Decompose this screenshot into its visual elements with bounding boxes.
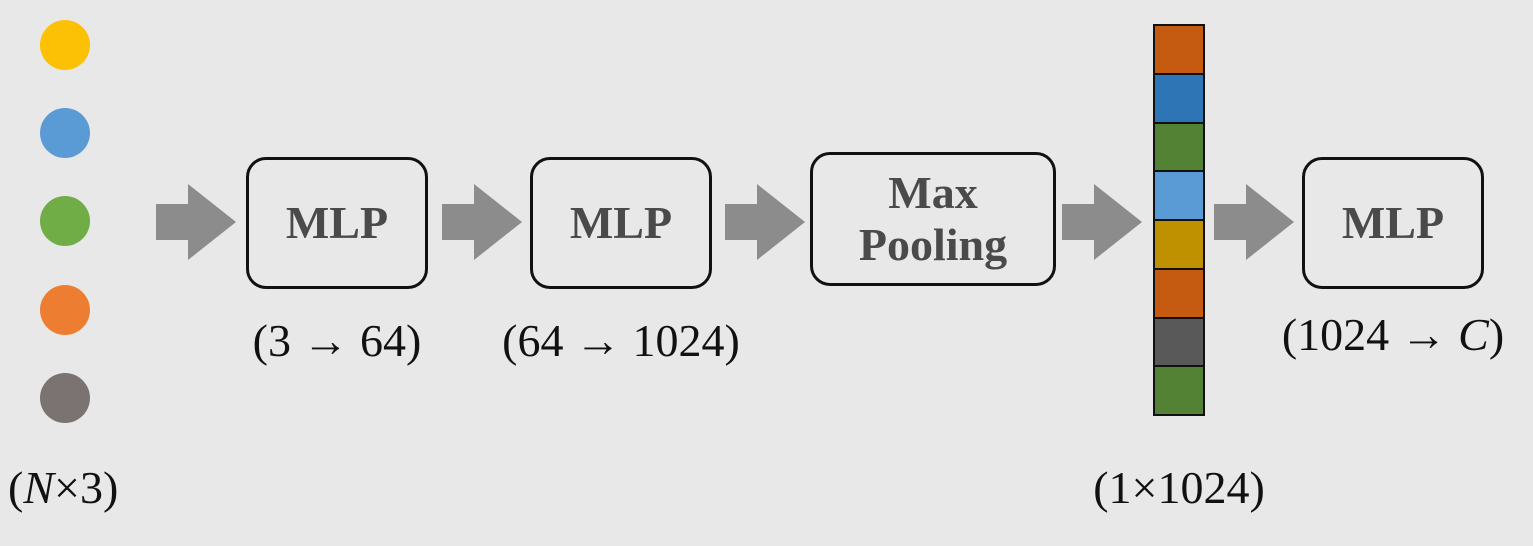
input-point-5 (40, 373, 90, 423)
feature-cell (1155, 318, 1203, 366)
arrow-right-icon (1062, 184, 1142, 260)
arrow-right-icon (156, 184, 236, 260)
feature-cell (1155, 172, 1203, 219)
mlp-block-1-label: MLP (285, 197, 389, 249)
mlp-block-1-dims: (3 → 64) (252, 315, 422, 366)
input-point-1 (40, 20, 90, 70)
max-pooling-block: Max Pooling (810, 152, 1056, 286)
feature-cell (1155, 367, 1203, 414)
mlp-block-3: MLP (1302, 157, 1484, 289)
mlp-block-3-label: MLP (1341, 197, 1445, 249)
global-feature-dims: (1×1024) (1093, 462, 1265, 513)
arrow-right-icon (725, 184, 805, 260)
mlp-block-1: MLP (246, 157, 428, 289)
feature-cell (1155, 26, 1203, 73)
input-point-4 (40, 285, 90, 335)
input-point-3 (40, 196, 90, 246)
input-dims-label: (N×3) (8, 462, 119, 513)
mlp-block-2-label: MLP (569, 197, 673, 249)
mlp-block-2: MLP (530, 157, 712, 289)
feature-cell (1155, 269, 1203, 317)
max-pooling-line-1: Max (888, 167, 978, 219)
feature-cell (1155, 74, 1203, 122)
max-pooling-line-2: Pooling (858, 219, 1008, 270)
feature-cell (1155, 221, 1203, 268)
global-feature-vector (1153, 24, 1205, 416)
arrow-right-icon (1214, 184, 1294, 260)
mlp-block-3-dims: (1024 → C) (1281, 309, 1505, 360)
mlp-block-2-dims: (64 → 1024) (502, 315, 740, 366)
input-point-2 (40, 108, 90, 158)
arrow-right-icon (442, 184, 522, 260)
feature-cell (1155, 123, 1203, 171)
